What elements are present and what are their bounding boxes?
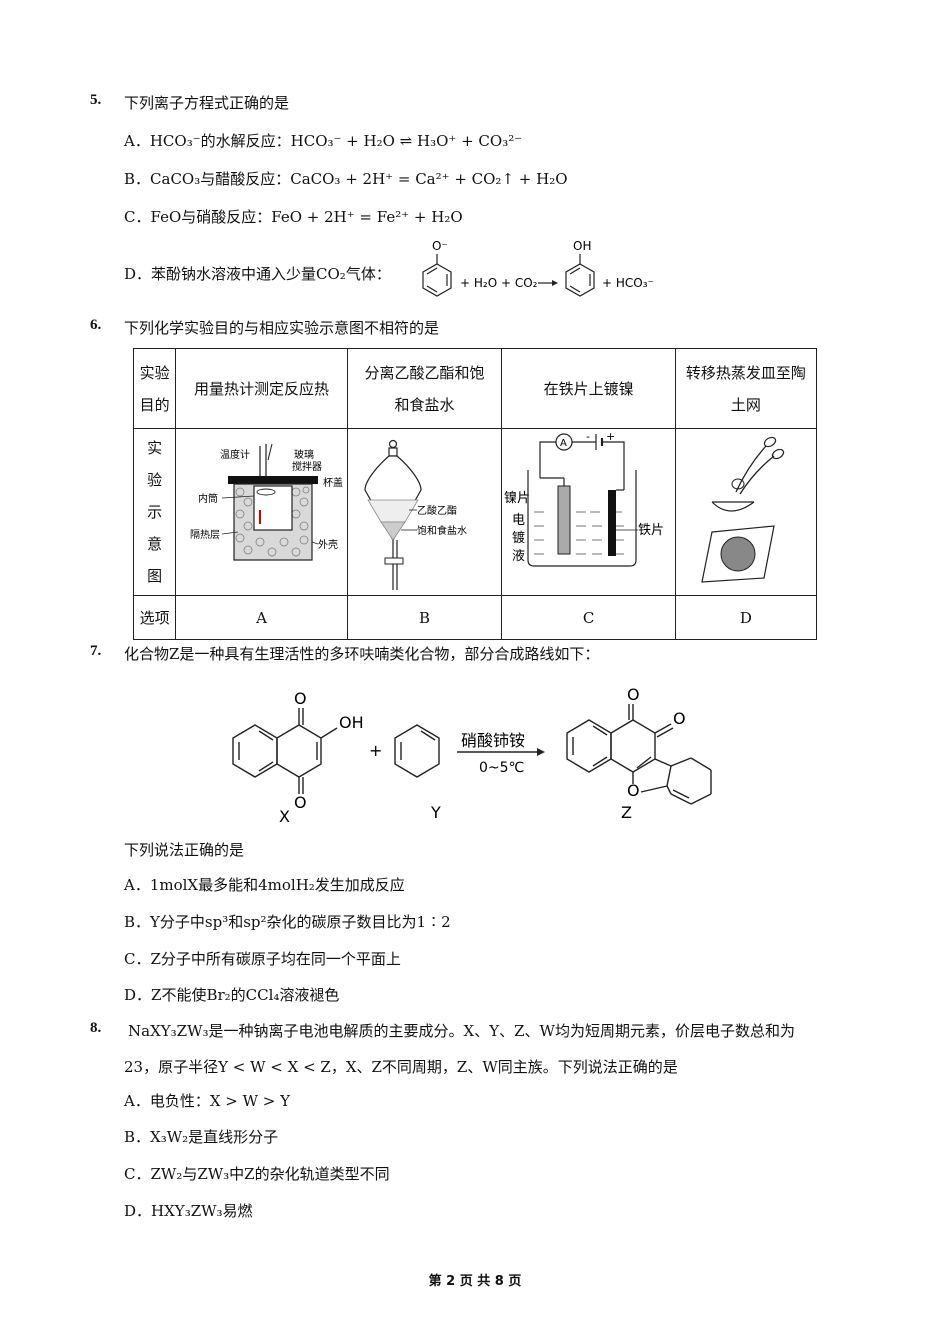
page-footer: 第 2 页 共 8 页 [428, 1274, 522, 1289]
q5-end-text: + HCO₃⁻ [602, 276, 654, 290]
q7-option-c: C．Z分子中所有碳原子均在同一个平面上 [124, 950, 401, 968]
q6-number: 6. [90, 317, 102, 333]
q5-option-c-text: FeO与硝酸反应：FeO + 2H⁺ = Fe²⁺ + H₂O [150, 208, 463, 226]
plus-sign: + [369, 741, 382, 760]
experiment-table: 实验 目的 用量热计测定反应热 分离乙酸乙酯和饱和食盐水 在铁片上镀镍 转移热蒸… [132, 348, 818, 640]
purpose-c: 在铁片上镀镍 [501, 348, 676, 429]
label-insulation: 隔热层 [190, 528, 220, 541]
ammeter-label: A [560, 438, 567, 449]
beaker [527, 470, 637, 567]
label-y: Y [430, 803, 441, 822]
purpose-a: 用量热计测定反应热 [175, 348, 348, 429]
q5-stem: 下列离子方程式正确的是 [124, 94, 290, 112]
phenoxide-ring [422, 263, 452, 297]
label-lid: 杯盖 [323, 476, 343, 489]
q8-option-d: D．HXY₃ZW₃易燃 [124, 1202, 253, 1220]
q5-option-d: D．苯酚钠水溶液中通入少量CO₂气体： [124, 263, 391, 284]
row-header-option: 选项 [132, 595, 177, 640]
reagent-label: 硝酸铈铵 [461, 731, 525, 750]
q5-option-a-label: A． [124, 132, 150, 150]
row-header-diagram: 实验示意图 [132, 428, 177, 596]
q5-option-d-text: 苯酚钠水溶液中通入少量CO₂气体： [151, 265, 391, 283]
q5-option-c-label: C． [124, 208, 151, 226]
crucible-tongs-diagram [701, 436, 785, 583]
label-electrolyte-2: 镀 [512, 530, 525, 546]
q7-sub-stem: 下列说法正确的是 [124, 841, 245, 859]
option-b: B [346, 595, 503, 640]
option-c: C [501, 595, 676, 640]
evaporating-dish [711, 501, 755, 512]
q8-stem-line-2: 23，原子半径Y < W < X < Z，X、Z不同周期，Z、W同主族。下列说法… [124, 1058, 678, 1076]
q5-number: 5. [90, 92, 102, 108]
q5-option-d-label: D． [124, 265, 152, 283]
q8-number: 8. [90, 1020, 102, 1036]
cup-lid [227, 476, 318, 484]
q5-mid-text: + H₂O + CO₂ [460, 276, 538, 290]
q8-option-b: B．X₃W₂是直线形分子 [124, 1128, 279, 1146]
compound-y [394, 724, 440, 778]
q7-option-b: B．Y分子中sp³和sp²杂化的碳原子数目比为1∶2 [124, 913, 451, 931]
q5-option-c: C．FeO与硝酸反应：FeO + 2H⁺ = Fe²⁺ + H₂O [124, 206, 463, 227]
battery-plus: + [606, 430, 615, 443]
row-header-purpose: 实验 目的 [132, 348, 177, 429]
z-top-oxygen: O [627, 685, 640, 704]
x-hydroxyl: OH [339, 713, 364, 732]
tongs [735, 445, 767, 493]
compound-x [232, 708, 338, 794]
compound-z [566, 704, 712, 805]
calorimeter-diagram: 温度计 玻璃 搅拌器 杯盖 内筒 [190, 443, 343, 561]
synthesis-route: O O OH X + Y 硝酸铈铵 0~5℃ O O O Z [232, 685, 712, 826]
purpose-b: 分离乙酸乙酯和饱和食盐水 [346, 348, 503, 429]
nickel-plate [557, 485, 571, 555]
condition-label: 0~5℃ [479, 760, 524, 776]
battery-minus: - [586, 430, 590, 443]
z-furan-oxygen: O [627, 781, 640, 800]
q5-option-b: B．CaCO₃与醋酸反应：CaCO₃ + 2H⁺ = Ca²⁺ + CO₂↑ +… [124, 168, 568, 189]
q7-number: 7. [90, 643, 102, 659]
diagram-c-cell: A - + 镍片 [501, 428, 676, 596]
q7-stem: 化合物Z是一种具有生理活性的多环呋喃类化合物，部分合成路线如下： [124, 645, 600, 663]
x-bottom-oxygen: O [294, 793, 307, 812]
label-thermometer: 温度计 [220, 448, 250, 461]
q5-phenoxide-equation: O⁻ + H₂O + CO₂ OH + HCO₃⁻ [422, 239, 654, 297]
phenol-oh-label: OH [573, 239, 591, 253]
diagram-d-cell [674, 428, 818, 596]
q5-option-a-text: HCO₃⁻的水解反应：HCO₃⁻ + H₂O ⇌ H₃O⁺ + CO₃²⁻ [149, 132, 523, 150]
x-top-oxygen: O [294, 689, 307, 708]
z-side-oxygen: O [673, 709, 686, 728]
label-glass-1: 玻璃 [294, 448, 314, 461]
q7-option-d: D．Z不能使Br₂的CCl₄溶液褪色 [124, 986, 340, 1004]
q5-option-b-label: B． [124, 170, 151, 188]
q5-option-a: A．HCO₃⁻的水解反应：HCO₃⁻ + H₂O ⇌ H₃O⁺ + CO₃²⁻ [124, 130, 522, 151]
label-electrolyte-3: 液 [512, 549, 525, 564]
phenol-ring [565, 263, 595, 297]
label-brine: 饱和食盐水 [417, 524, 467, 537]
label-iron: 铁片 [638, 523, 664, 538]
q8-option-c: C．ZW₂与ZW₃中Z的杂化轨道类型不同 [124, 1165, 390, 1183]
option-a: A [175, 595, 348, 640]
label-shell: 外壳 [318, 538, 338, 551]
purpose-d: 转移热蒸发皿至陶土网 [674, 348, 818, 429]
diagram-a-cell: 温度计 玻璃 搅拌器 杯盖 内筒 [175, 428, 348, 596]
q5-option-b-text: CaCO₃与醋酸反应：CaCO₃ + 2H⁺ = Ca²⁺ + CO₂↑ + H… [150, 170, 568, 188]
label-ethyl-acetate: 乙酸乙酯 [417, 504, 457, 517]
iron-plate [607, 490, 616, 556]
label-x: X [279, 807, 290, 826]
label-glass-2: 搅拌器 [292, 460, 322, 473]
label-nickel: 镍片 [504, 491, 530, 506]
q7-option-a: A．1molX最多能和4molH₂发生加成反应 [124, 876, 405, 894]
label-electrolyte-1: 电 [512, 513, 525, 528]
electroplating-diagram: A - + 镍片 [504, 430, 664, 567]
q8-option-a: A．电负性：X > W > Y [124, 1092, 291, 1110]
q6-stem: 下列化学实验目的与相应实验示意图不相符的是 [124, 319, 440, 337]
phenoxide-o-label: O⁻ [432, 239, 448, 253]
separatory-funnel-diagram: 乙酸乙酯 饱和食盐水 [363, 439, 467, 590]
q8-stem-line-1: NaXY₃ZW₃是一种钠离子电池电解质的主要成分。X、Y、Z、W均为短周期元素，… [128, 1022, 795, 1040]
diagram-b-cell: 乙酸乙酯 饱和食盐水 [346, 428, 503, 596]
option-d: D [674, 595, 818, 640]
label-z: Z [621, 803, 632, 822]
label-inner-cup: 内筒 [198, 492, 218, 505]
